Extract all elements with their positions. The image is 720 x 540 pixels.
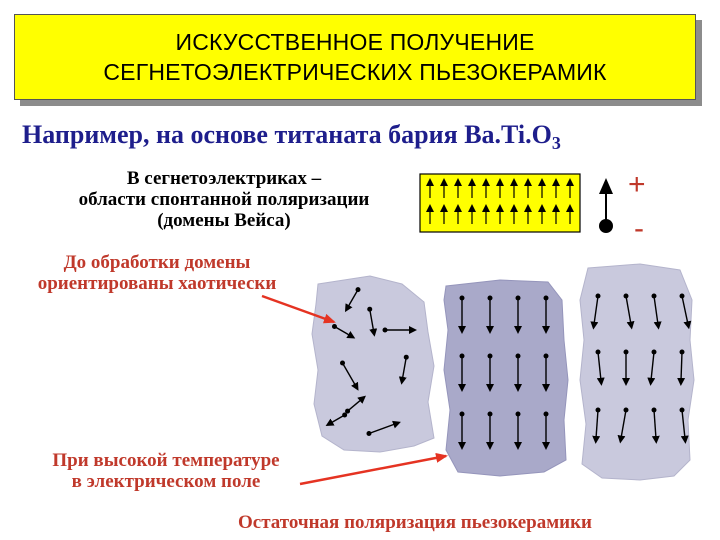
residual-arrow-tail xyxy=(624,408,629,413)
pointer-arrow-field xyxy=(300,456,446,484)
chaotic-arrow-tail xyxy=(340,361,345,366)
poled-arrow-tail xyxy=(460,296,465,301)
residual-arrow-tail xyxy=(652,350,657,355)
residual-arrow-tail xyxy=(624,350,629,355)
chaotic-arrow-tail xyxy=(367,307,372,312)
dipole-symbol xyxy=(599,178,613,233)
residual-arrow-tail xyxy=(596,294,601,299)
poled-arrow-tail xyxy=(488,354,493,359)
residual-arrow-tail xyxy=(652,294,657,299)
chaotic-arrow-tail xyxy=(342,413,347,418)
poled-arrow-tail xyxy=(516,354,521,359)
residual-arrow-tail xyxy=(652,408,657,413)
poled-arrow-tail xyxy=(544,412,549,417)
residual-arrow-tail xyxy=(624,294,629,299)
chaotic-arrow-tail xyxy=(383,328,388,333)
poled-arrow-tail xyxy=(488,412,493,417)
poled-arrow-tail xyxy=(460,354,465,359)
chaotic-arrow-tail xyxy=(356,287,361,292)
poled-arrow-tail xyxy=(460,412,465,417)
residual-arrow-tail xyxy=(680,408,685,413)
poled-arrow-tail xyxy=(488,296,493,301)
chaotic-arrow-tail xyxy=(332,324,337,329)
residual-arrow-tail xyxy=(680,294,685,299)
ceramic-grain-chaotic xyxy=(312,276,434,452)
dipole-dot xyxy=(599,219,613,233)
poled-arrow-tail xyxy=(516,296,521,301)
poled-arrow-tail xyxy=(516,412,521,417)
residual-arrow-tail xyxy=(596,408,601,413)
residual-arrow-tail xyxy=(596,350,601,355)
poled-arrow-tail xyxy=(544,296,549,301)
dipole-arrowhead xyxy=(599,178,613,194)
chaotic-arrow-tail xyxy=(366,431,371,436)
residual-arrow-tail xyxy=(680,350,685,355)
poled-arrow-tail xyxy=(544,354,549,359)
chaotic-arrow-tail xyxy=(404,355,409,360)
